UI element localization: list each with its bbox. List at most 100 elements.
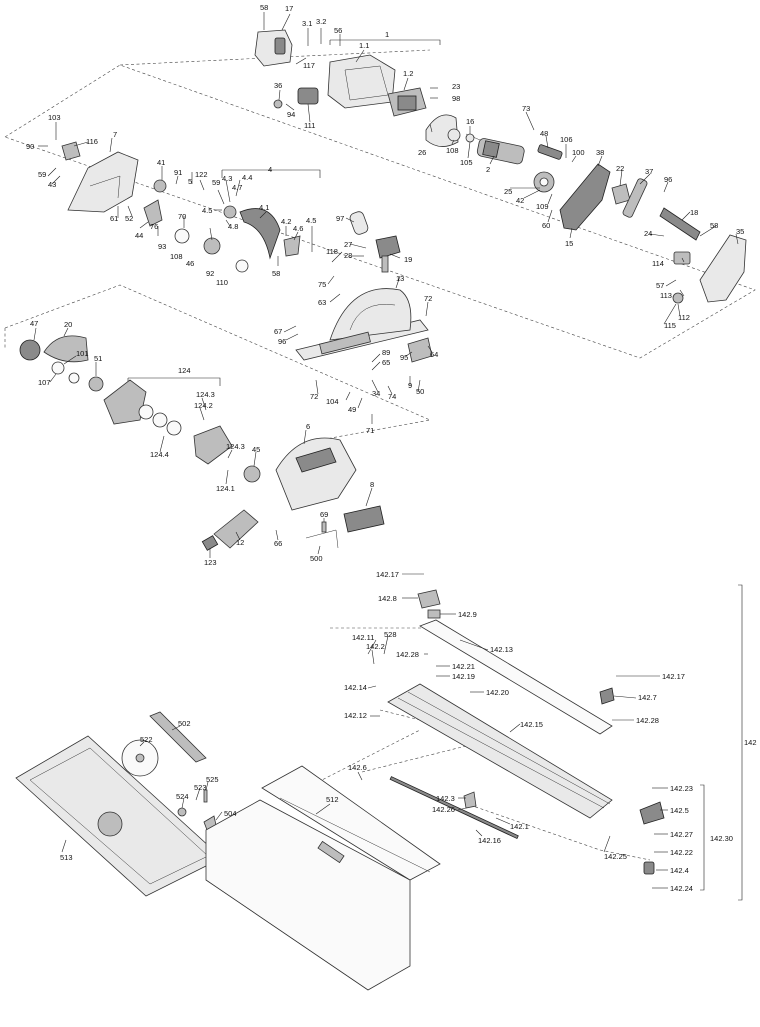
callout-13: 13 xyxy=(396,274,404,283)
callout-15: 15 xyxy=(565,239,573,248)
callout-94: 94 xyxy=(287,110,295,119)
brush-plate-part xyxy=(297,87,319,105)
callout-142-22: 142.22 xyxy=(670,848,693,857)
bracket-part xyxy=(143,199,163,227)
callout-4-5b: 4.5 xyxy=(306,216,316,225)
callout-50: 50 xyxy=(416,387,424,396)
callout-34: 34 xyxy=(372,389,380,398)
callout-49: 49 xyxy=(348,405,356,414)
callout-93: 93 xyxy=(158,242,166,251)
callout-142-12: 142.12 xyxy=(344,711,367,720)
callout-96a: 96 xyxy=(664,175,672,184)
callout-96b: 96 xyxy=(278,337,286,346)
callout-4-6: 4.6 xyxy=(293,224,303,233)
callout-92: 92 xyxy=(206,269,214,278)
callout-97: 97 xyxy=(336,214,344,223)
callout-142-23: 142.23 xyxy=(670,784,693,793)
callout-25: 25 xyxy=(504,187,512,196)
bearing-small-part xyxy=(465,133,475,143)
lever-part xyxy=(61,141,81,161)
bolt-525-part xyxy=(203,789,208,803)
leader-lines xyxy=(33,12,739,889)
callout-142-11: 142.11 xyxy=(352,633,374,642)
callout-46: 46 xyxy=(186,259,194,268)
rail-strip-part xyxy=(389,776,519,840)
callout-43: 43 xyxy=(48,180,56,189)
upper-guard-part xyxy=(67,151,139,213)
callout-124: 124 xyxy=(178,366,191,375)
flange-part xyxy=(203,237,221,255)
callout-124-3a: 124.3 xyxy=(196,390,215,399)
motor-end-cap-part xyxy=(254,29,293,67)
callout-142-20: 142.20 xyxy=(486,688,509,697)
callout-90: 90 xyxy=(26,142,34,151)
callout-41: 41 xyxy=(157,158,165,167)
callout-17: 17 xyxy=(285,4,293,13)
callout-111: 111 xyxy=(304,121,315,130)
callout-24: 24 xyxy=(644,229,652,238)
spacer-part xyxy=(235,259,249,273)
callout-142-14: 142.14 xyxy=(344,683,367,692)
callout-142-17a: 142.17 xyxy=(376,570,399,579)
assembly-outlines xyxy=(4,49,756,861)
callout-118: 118 xyxy=(326,247,338,256)
callout-52: 52 xyxy=(125,214,133,223)
callout-124-4: 124.4 xyxy=(150,450,169,459)
callout-89: 89 xyxy=(382,348,390,357)
callout-22: 22 xyxy=(616,164,624,173)
callout-142-21: 142.21 xyxy=(452,662,475,671)
callout-12: 12 xyxy=(236,538,244,547)
callout-35: 35 xyxy=(736,227,744,236)
callout-91: 91 xyxy=(174,168,182,177)
guard-segment-part xyxy=(239,208,281,260)
callout-26: 26 xyxy=(418,148,426,157)
callout-59: 59 xyxy=(38,170,46,179)
callout-63: 63 xyxy=(318,298,326,307)
callout-58c: 58 xyxy=(710,221,718,230)
callout-73: 73 xyxy=(522,104,530,113)
callout-504: 504 xyxy=(224,809,237,818)
callout-142-26: 142.26 xyxy=(432,805,455,814)
callout-105: 105 xyxy=(460,158,473,167)
callout-104: 104 xyxy=(326,397,339,406)
carry-case-part xyxy=(205,765,441,991)
parts-drawings xyxy=(15,29,747,991)
callout-1: 1 xyxy=(385,30,389,39)
callout-108b: 108 xyxy=(446,146,459,155)
callout-72a: 72 xyxy=(424,294,432,303)
callout-45: 45 xyxy=(252,445,260,454)
rear-handle-part xyxy=(699,234,747,303)
dust-port-part xyxy=(213,509,259,549)
spring-part xyxy=(349,211,369,235)
callout-122: 122 xyxy=(195,170,208,179)
lower-guard-part xyxy=(43,335,89,363)
callout-1-1: 1.1 xyxy=(359,41,369,50)
callout-48: 48 xyxy=(540,129,548,138)
callout-28: 28 xyxy=(344,251,352,260)
callout-142-25: 142.25 xyxy=(604,852,627,861)
rail-knob-part xyxy=(643,861,655,875)
angle-bracket-part xyxy=(407,337,433,363)
callout-76: 76 xyxy=(150,222,158,231)
clamp-disc-part xyxy=(193,425,233,465)
adapter-part xyxy=(201,535,219,551)
callout-3-1: 3.1 xyxy=(302,19,312,28)
callout-142-19: 142.19 xyxy=(452,672,475,681)
rail-end-block-part xyxy=(639,801,665,825)
callout-142-28a: 142.28 xyxy=(396,650,419,659)
callout-20: 20 xyxy=(64,320,72,329)
clamp-bar-part xyxy=(343,505,385,533)
callout-19: 19 xyxy=(404,255,412,264)
callout-98: 98 xyxy=(452,94,460,103)
callout-7: 7 xyxy=(113,130,117,139)
rail-clip-part xyxy=(427,609,441,619)
callout-513: 513 xyxy=(60,853,73,862)
callout-512: 512 xyxy=(326,795,339,804)
rail-clamp-top-part xyxy=(417,589,441,609)
callout-75: 75 xyxy=(318,280,326,289)
o-ring-part xyxy=(174,228,190,244)
callout-115: 115 xyxy=(664,321,676,330)
callout-500: 500 xyxy=(310,554,323,563)
callout-37: 37 xyxy=(645,167,653,176)
callout-72b: 72 xyxy=(310,392,318,401)
